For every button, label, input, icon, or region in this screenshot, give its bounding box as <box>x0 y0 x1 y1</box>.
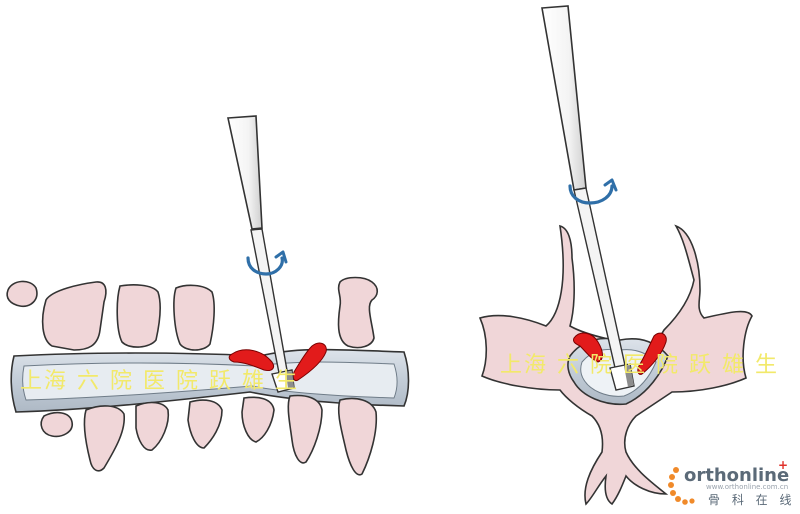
lower-bone-1 <box>40 411 73 438</box>
bone-left-2 <box>116 284 161 348</box>
lower-bone-6 <box>287 394 323 464</box>
ligament-piece-2 <box>292 342 327 381</box>
logo-name: orthonline <box>684 465 789 486</box>
logo-cn: 骨 科 在 线 <box>708 493 795 507</box>
rotate-arrow-icon <box>246 250 288 276</box>
ligament-piece-1 <box>228 349 275 371</box>
axial-vertebra-view: 上海 六 院 医 院 跃 雄 生 <box>478 5 779 506</box>
lower-bone-4 <box>187 399 223 449</box>
lower-bone-5 <box>241 396 275 443</box>
lower-bone-2 <box>83 405 126 472</box>
orthonline-logo: orthonline + www.orthonline.com.cn 骨 科 在… <box>668 458 795 507</box>
watermark-left: 上海 六 院 医 院 跃 雄 生 <box>20 369 299 394</box>
logo-plus-icon: + <box>778 458 788 472</box>
instrument-right <box>541 5 635 391</box>
instrument-shaft-right <box>541 5 587 191</box>
lower-bones <box>40 394 378 476</box>
lower-bone-7 <box>337 397 378 476</box>
instrument-left <box>227 115 295 393</box>
lower-bone-3 <box>135 401 170 451</box>
ligament-axial-1 <box>573 332 603 363</box>
ligament-axial-2 <box>637 332 667 375</box>
bone-far-left <box>6 280 38 308</box>
logo-url: www.orthonline.com.cn <box>706 483 788 491</box>
sagittal-spine-view: 上海 六 院 医 院 跃 雄 生 <box>6 115 410 476</box>
ligament-left-view <box>228 342 327 381</box>
vertebra-body <box>478 224 753 506</box>
instrument-tip-shade-left <box>286 371 294 389</box>
rotate-arrow-icon <box>568 178 618 205</box>
watermark-right: 上海 六 院 医 院 跃 雄 生 <box>500 353 779 378</box>
bone-left-3 <box>173 284 215 351</box>
instrument-shaft-left <box>227 115 263 230</box>
bone-left-1 <box>41 281 107 351</box>
logo-spine-icon <box>668 467 695 505</box>
ligament-right-view <box>573 332 667 375</box>
upper-bones <box>6 276 379 351</box>
instrument-tip-shade-right <box>624 365 634 387</box>
bone-right-1 <box>337 276 379 349</box>
